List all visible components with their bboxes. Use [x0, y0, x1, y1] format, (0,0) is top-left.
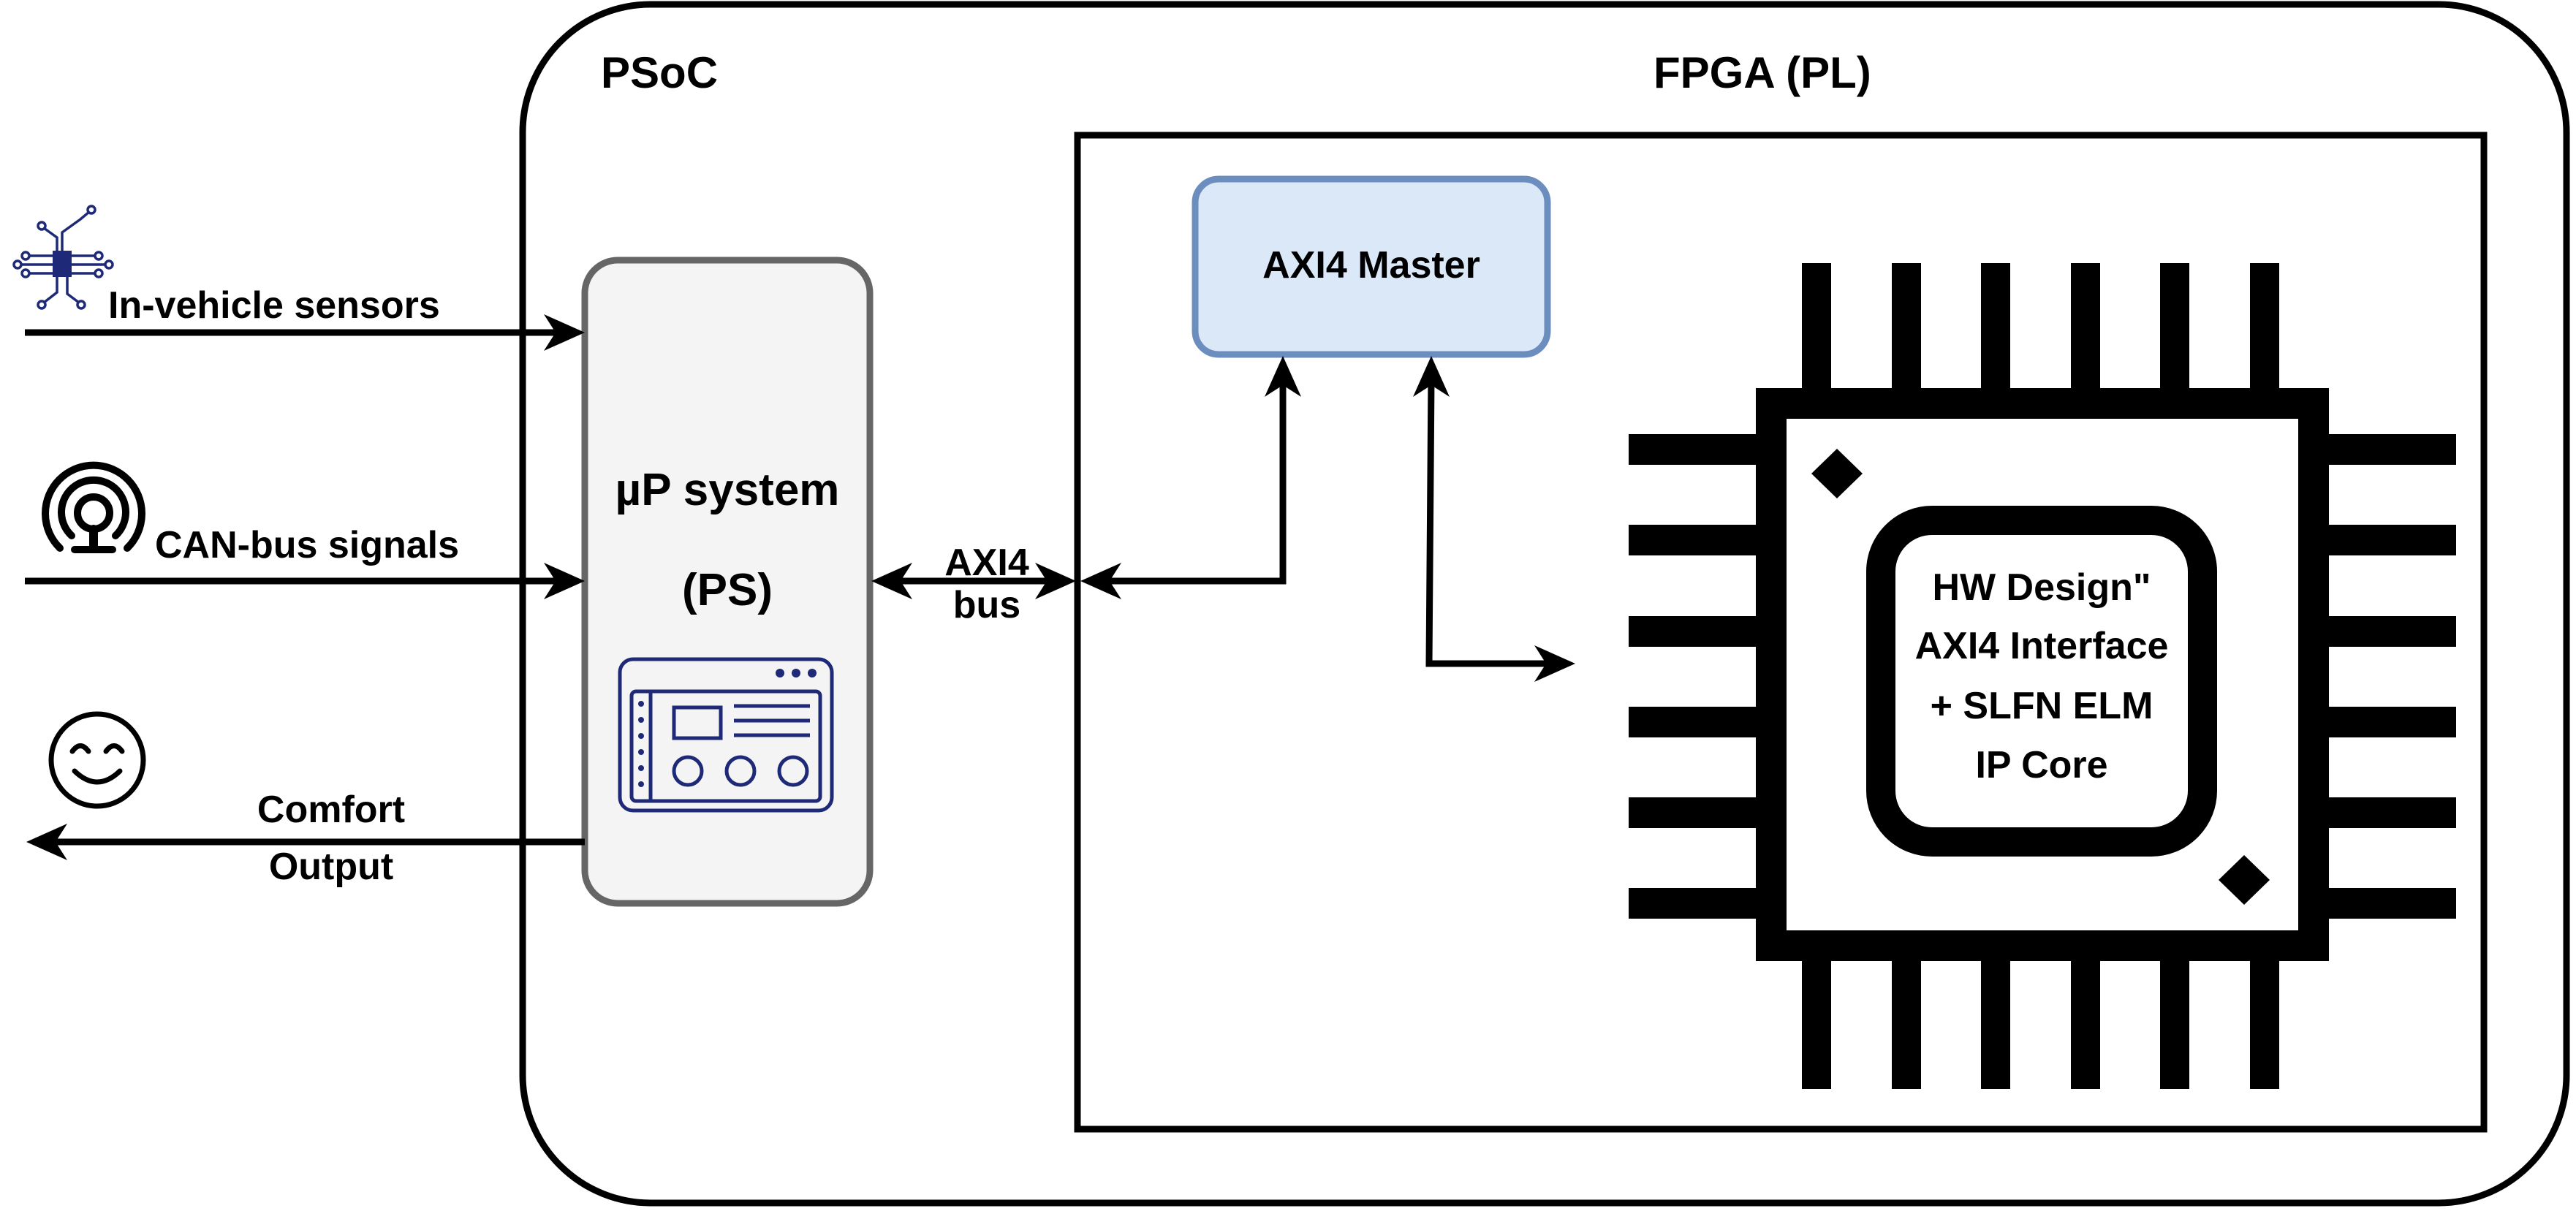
ipcore-label-line4: IP Core [1975, 744, 2108, 786]
ps-block [581, 257, 874, 907]
circuit-chip-icon [12, 205, 114, 310]
ipcore-label-line2: AXI4 Interface [1914, 625, 2169, 667]
can-label: CAN-bus signals [155, 524, 460, 566]
psoc-title: PSoC [601, 48, 719, 97]
fpga-boundary [1074, 132, 2488, 1133]
control-panel-icon [618, 657, 834, 813]
ipcore-label-line1: HW Design" [1932, 566, 2151, 609]
ic-chip-icon [1629, 263, 2456, 1089]
bus-label-line2: bus [952, 584, 1021, 626]
ps-label-line1: µP system [615, 465, 840, 515]
ipcore-label-line3: + SLFN ELM [1930, 685, 2153, 727]
psoc-boundary [519, 1, 2570, 1207]
output-label-line1: Comfort [257, 789, 406, 831]
bus-label-line1: AXI4 [944, 542, 1029, 584]
can-arrow [25, 563, 585, 599]
wireless-signal-icon [42, 461, 145, 553]
ps-label-line2: (PS) [682, 565, 773, 615]
output-arrow [26, 824, 585, 860]
axi4-bus-arrow [871, 563, 1076, 599]
axi-master-label: AXI4 Master [1262, 244, 1480, 286]
bus-to-master-arrow [1080, 356, 1301, 599]
master-to-ipcore-arrow [1413, 356, 1575, 682]
fpga-title: FPGA (PL) [1653, 48, 1871, 97]
output-label-line2: Output [268, 846, 394, 888]
sensors-label: In-vehicle sensors [108, 284, 440, 327]
sensors-arrow [25, 314, 585, 351]
axi-master-block [1192, 175, 1551, 358]
smiley-face-icon [48, 711, 146, 809]
